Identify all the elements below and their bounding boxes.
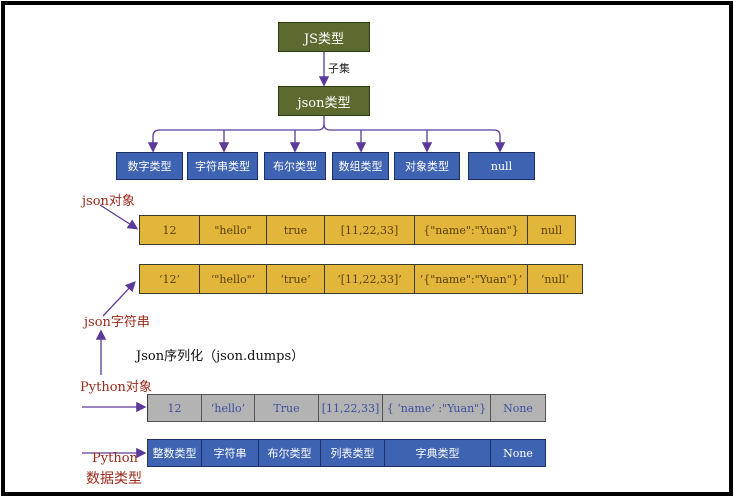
python-type-cell: 整数类型: [147, 439, 202, 467]
json-type-string: 字符串类型: [187, 152, 258, 180]
python-object-cell: ‘hello’: [202, 394, 255, 422]
json-type-box: json类型: [278, 86, 370, 116]
json-string-row: ‘12’ ‘"hello"’ ‘true’ ‘[11,22,33]’ ‘{"na…: [139, 264, 583, 294]
json-object-cell: null: [528, 215, 576, 245]
json-object-cell: true: [267, 215, 325, 245]
brace-connector: [152, 123, 501, 148]
python-object-cell: True: [255, 394, 319, 422]
json-type-object: 对象类型: [394, 152, 460, 180]
serialize-caption: Json序列化（json.dumps）: [136, 349, 305, 364]
json-string-cell: ‘null’: [528, 264, 583, 294]
json-type-number: 数字类型: [116, 152, 183, 180]
python-object-row: 12 ‘hello’ True [11,22,33] { ‘name’ :"Yu…: [147, 394, 546, 422]
json-string-cell: ‘"hello"’: [200, 264, 267, 294]
python-object-cell: [11,22,33]: [319, 394, 383, 422]
json-type-array: 数组类型: [332, 152, 389, 180]
python-type-cell: 字符串: [202, 439, 259, 467]
python-type-cell: 列表类型: [321, 439, 385, 467]
json-type-boolean: 布尔类型: [264, 152, 326, 180]
python-object-cell: 12: [147, 394, 202, 422]
json-string-cell: ‘[11,22,33]’: [325, 264, 415, 294]
json-object-label: json对象: [82, 194, 135, 209]
json-string-label: json字符串: [84, 315, 150, 330]
json-object-row: 12 "hello" true [11,22,33] {"name":"Yuan…: [139, 215, 576, 245]
python-type-cell: 布尔类型: [259, 439, 321, 467]
python-object-label: Python对象: [80, 380, 152, 395]
json-string-cell: ‘true’: [267, 264, 325, 294]
python-types-label-line1: Python: [92, 451, 138, 466]
json-type-null: null: [468, 152, 535, 180]
js-type-box: JS类型: [278, 22, 370, 52]
json-object-cell: {"name":"Yuan"}: [415, 215, 528, 245]
json-object-cell: [11,22,33]: [325, 215, 415, 245]
python-types-row: 整数类型 字符串 布尔类型 列表类型 字典类型 None: [147, 439, 546, 467]
json-object-cell: "hello": [200, 215, 267, 245]
python-types-label-line2: 数据类型: [86, 471, 142, 487]
arrow-json-object: [99, 204, 139, 230]
json-string-cell: ‘12’: [139, 264, 200, 294]
json-object-cell: 12: [139, 215, 200, 245]
json-string-cell: ‘{"name":"Yuan"}’: [415, 264, 528, 294]
arrow-json-string: [102, 281, 136, 317]
python-object-cell: None: [491, 394, 546, 422]
python-type-cell: None: [491, 439, 546, 467]
subset-label: 子集: [328, 62, 350, 75]
python-type-cell: 字典类型: [385, 439, 491, 467]
python-object-cell: { ‘name’ :"Yuan"}: [383, 394, 491, 422]
